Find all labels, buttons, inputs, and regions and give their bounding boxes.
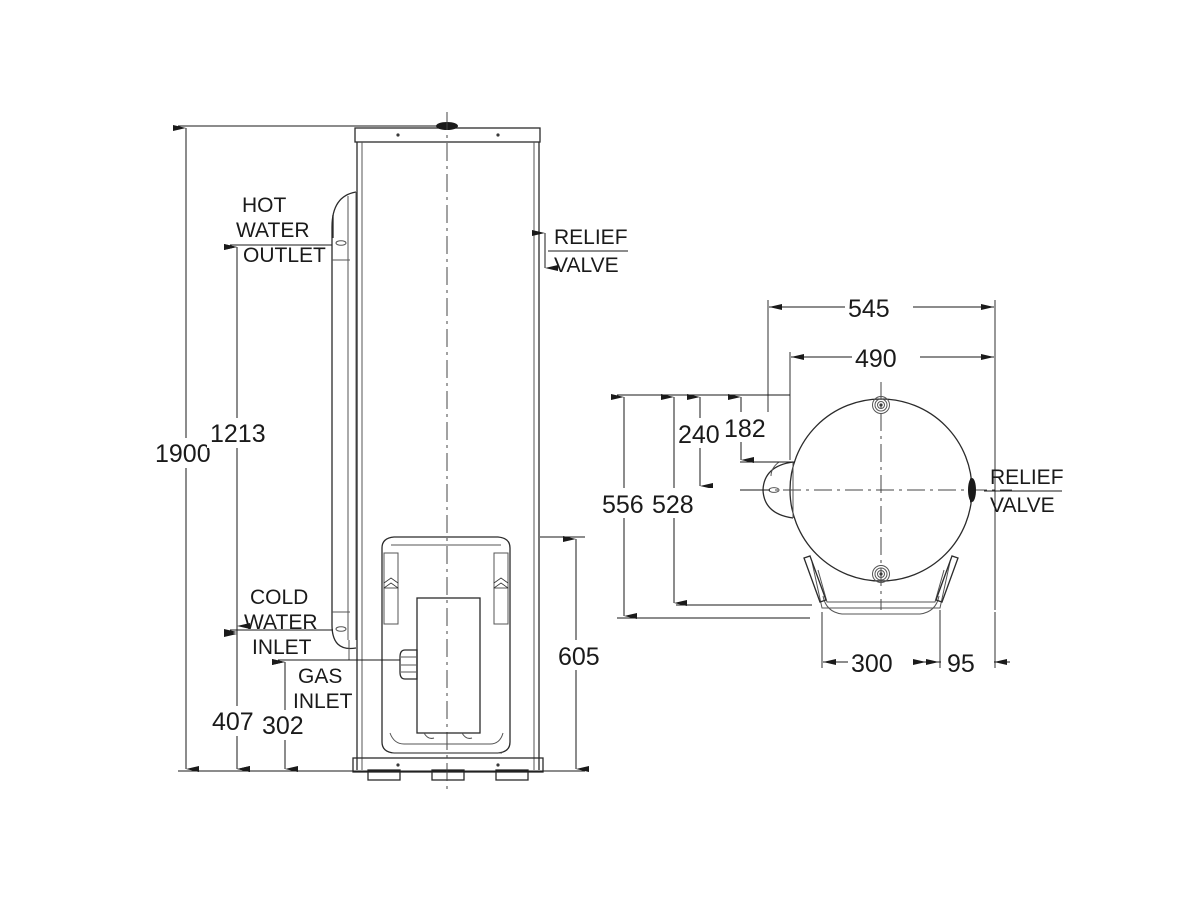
relief-valve-plan-line2: VALVE xyxy=(990,494,1055,517)
hot-water-outlet-line2: WATER xyxy=(236,219,310,242)
elevation-tank-body xyxy=(352,112,544,790)
dimension-240-text: 240 xyxy=(678,421,720,449)
dimension-1900-text: 1900 xyxy=(155,440,211,468)
elevation-riser-pipe xyxy=(331,191,357,660)
dimension-556-text: 556 xyxy=(602,491,644,519)
relief-valve-plan-line1: RELIEF xyxy=(990,466,1064,489)
dimension-490: 490 xyxy=(791,342,994,373)
cold-water-inlet-line1: COLD xyxy=(250,586,308,609)
dimension-1900: 1900 xyxy=(152,125,220,772)
dimension-302-text: 302 xyxy=(262,712,304,740)
hot-water-outlet-line1: HOT xyxy=(242,194,287,217)
dimension-545-text: 545 xyxy=(848,295,890,323)
dimension-407-text: 407 xyxy=(212,708,254,736)
plan-bottom-fitting xyxy=(872,565,890,583)
plan-tank-outline xyxy=(752,382,1012,615)
dimension-95: 95 xyxy=(913,647,1010,678)
dimension-182-text: 182 xyxy=(724,415,766,443)
dimension-528-text: 528 xyxy=(652,491,694,519)
label-relief-valve-elevation: RELIEF VALVE xyxy=(532,226,628,277)
plan-top-fitting xyxy=(872,396,890,414)
cold-water-inlet-line3: INLET xyxy=(252,636,312,659)
gas-inlet-line1: GAS xyxy=(298,665,342,688)
dimension-407: 407 xyxy=(208,629,266,772)
hot-water-outlet-line3: OUTLET xyxy=(243,244,326,267)
label-cold-water-inlet: COLD WATER INLET xyxy=(224,586,318,659)
plan-extension-lines xyxy=(617,300,996,668)
dimension-300: 300 xyxy=(823,647,939,678)
dimension-605-text: 605 xyxy=(558,643,600,671)
dimension-1213: 1213 xyxy=(207,244,277,772)
dimension-95-text: 95 xyxy=(947,650,975,678)
gas-inlet-line2: INLET xyxy=(293,690,353,713)
relief-valve-elev-line1: RELIEF xyxy=(554,226,628,249)
dimension-490-text: 490 xyxy=(855,345,897,373)
dimension-545: 545 xyxy=(769,292,994,323)
label-relief-valve-plan: RELIEF VALVE xyxy=(984,466,1064,517)
dimension-605: 605 xyxy=(554,536,616,772)
dimension-528: 528 xyxy=(650,394,718,606)
elevation-control-box xyxy=(381,536,511,754)
cold-water-inlet-line2: WATER xyxy=(244,611,318,634)
relief-valve-elev-line2: VALVE xyxy=(554,254,619,277)
dimension-182: 182 xyxy=(722,394,772,463)
plan-base-stand xyxy=(803,555,959,615)
label-hot-water-outlet: HOT WATER OUTLET xyxy=(224,194,332,268)
label-gas-inlet: GAS INLET xyxy=(272,659,353,713)
dimension-300-text: 300 xyxy=(851,650,893,678)
dimension-1213-text: 1213 xyxy=(210,420,266,448)
plan-relief-valve-nub xyxy=(968,478,976,503)
dimension-302: 302 xyxy=(258,659,316,772)
